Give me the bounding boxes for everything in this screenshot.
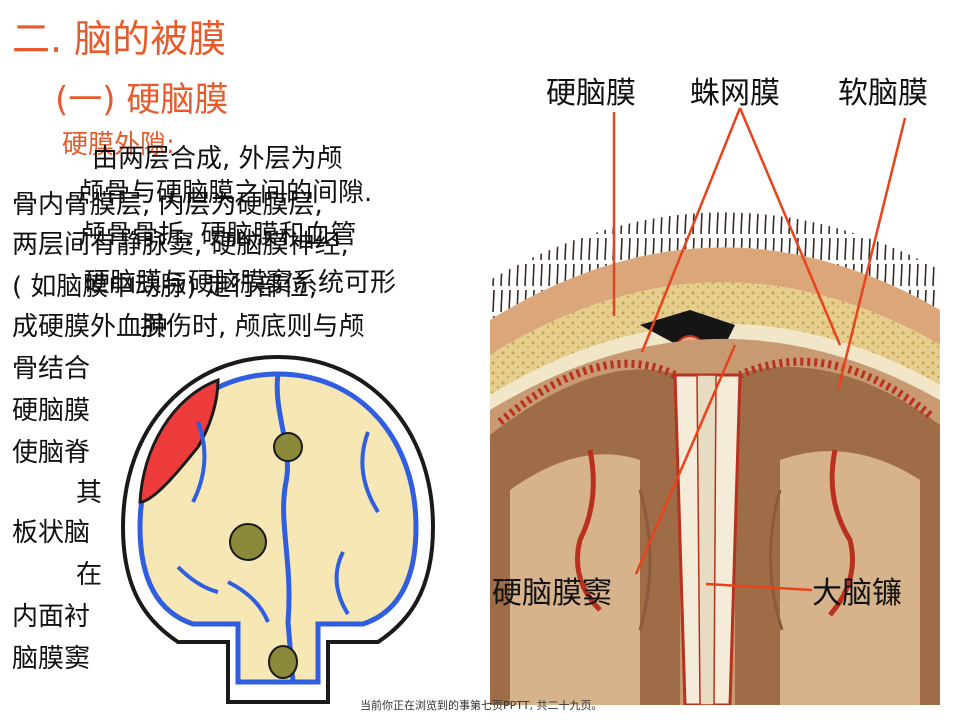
- body-text-line: 两层间有静脉窦, 硬脑膜神经,: [12, 230, 349, 260]
- body-text-line: 骨结合: [12, 354, 91, 384]
- meninges-cross-section-image: [490, 160, 940, 705]
- body-text-line: 硬脑膜: [12, 396, 91, 426]
- label-falx-cerebri: 大脑镰: [812, 576, 902, 611]
- body-text-line: ( 如脑膜中动脉) 走行部位,: [12, 272, 318, 302]
- body-text-line: 脑膜窦: [12, 644, 91, 674]
- label-arachnoid: 蛛网膜: [690, 76, 780, 111]
- body-text-line: 骨内骨膜层, 内层为硬膜层,: [12, 190, 323, 220]
- body-text-line: 内面衬: [12, 602, 91, 632]
- label-dura-mater: 硬脑膜: [546, 76, 636, 111]
- body-text-line: 板状脑: [12, 518, 91, 548]
- body-text-line: 损伤时, 颅底则与颅: [140, 312, 365, 342]
- body-text-line: 在: [76, 560, 103, 590]
- epidural-hematoma-diagram: [120, 354, 436, 704]
- body-text-line: 颅骨与硬脑膜之间的间隙.: [78, 178, 373, 208]
- body-text-line: 成硬膜外血肿: [12, 312, 169, 342]
- body-text-line: 硬脑膜与硬脑膜窦系统可形: [84, 268, 397, 298]
- body-text-line: 颅骨骨折, 硬脑膜和血管: [80, 220, 357, 250]
- epidural-space-heading: 硬膜外隙:: [62, 130, 175, 160]
- body-text-line: 使脑脊: [12, 438, 91, 468]
- page-footer: 当前你正在浏览到的事第七页PPTT, 共二十九页。: [360, 699, 603, 712]
- body-text-line: 由两层合成, 外层为颅: [92, 144, 343, 174]
- label-dural-sinus: 硬脑膜窦: [492, 576, 612, 611]
- slide-subtitle: (一) 硬脑膜: [55, 80, 229, 120]
- label-pia-mater: 软脑膜: [838, 76, 928, 111]
- body-text-line: 其: [76, 478, 103, 508]
- slide-title: 二. 脑的被膜: [12, 17, 227, 61]
